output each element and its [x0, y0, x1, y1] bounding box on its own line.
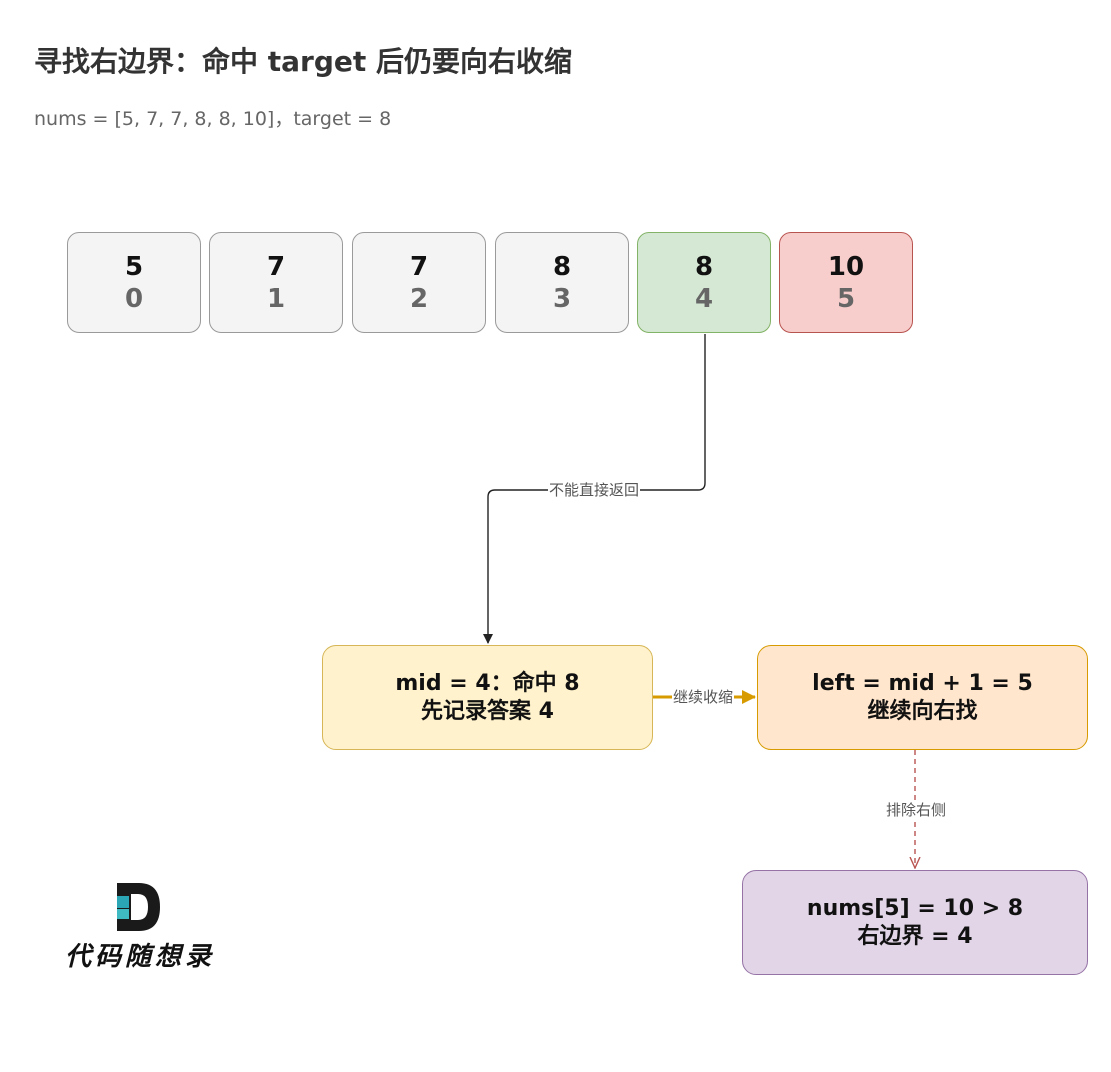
- array-cell-out: 10 5: [779, 232, 913, 333]
- edge-label: 不能直接返回: [548, 481, 641, 499]
- left-step-line1: left = mid + 1 = 5: [812, 670, 1033, 696]
- cell-value: 8: [694, 251, 714, 282]
- edge-label: 继续收缩: [672, 688, 735, 706]
- page-title: 寻找右边界：命中 target 后仍要向右收缩: [34, 45, 573, 78]
- array-cell: 5 0: [67, 232, 201, 333]
- left-step-box: left = mid + 1 = 5 继续向右找: [757, 645, 1088, 750]
- cell-value: 10: [827, 251, 865, 282]
- cell-value: 7: [409, 251, 429, 282]
- mid-step-line1: mid = 4：命中 8: [395, 670, 580, 696]
- cell-index: 5: [836, 283, 856, 314]
- problem-statement: nums = [5, 7, 7, 8, 8, 10]，target = 8: [34, 108, 392, 130]
- array-cell-hit: 8 4: [637, 232, 771, 333]
- logo-text: 代码随想录: [64, 942, 215, 972]
- cell-value: 7: [266, 251, 286, 282]
- cell-index: 3: [552, 283, 572, 314]
- logo-d-icon: [117, 883, 160, 931]
- array-cell: 8 3: [495, 232, 629, 333]
- mid-step-line2: 先记录答案 4: [421, 698, 554, 724]
- result-line1: nums[5] = 10 > 8: [806, 895, 1024, 921]
- result-box: nums[5] = 10 > 8 右边界 = 4: [742, 870, 1088, 975]
- result-line2: 右边界 = 4: [857, 923, 973, 949]
- cell-value: 8: [552, 251, 572, 282]
- cell-index: 2: [409, 283, 429, 314]
- cell-index: 4: [694, 283, 714, 314]
- cell-index: 0: [124, 283, 144, 314]
- edge-label: 排除右侧: [885, 801, 948, 819]
- brand-logo: 代码随想录: [55, 880, 225, 975]
- array-cell: 7 1: [209, 232, 343, 333]
- array-cell: 7 2: [352, 232, 486, 333]
- left-step-line2: 继续向右找: [867, 698, 978, 724]
- cell-index: 1: [266, 283, 286, 314]
- cell-value: 5: [124, 251, 144, 282]
- mid-step-box: mid = 4：命中 8 先记录答案 4: [322, 645, 653, 750]
